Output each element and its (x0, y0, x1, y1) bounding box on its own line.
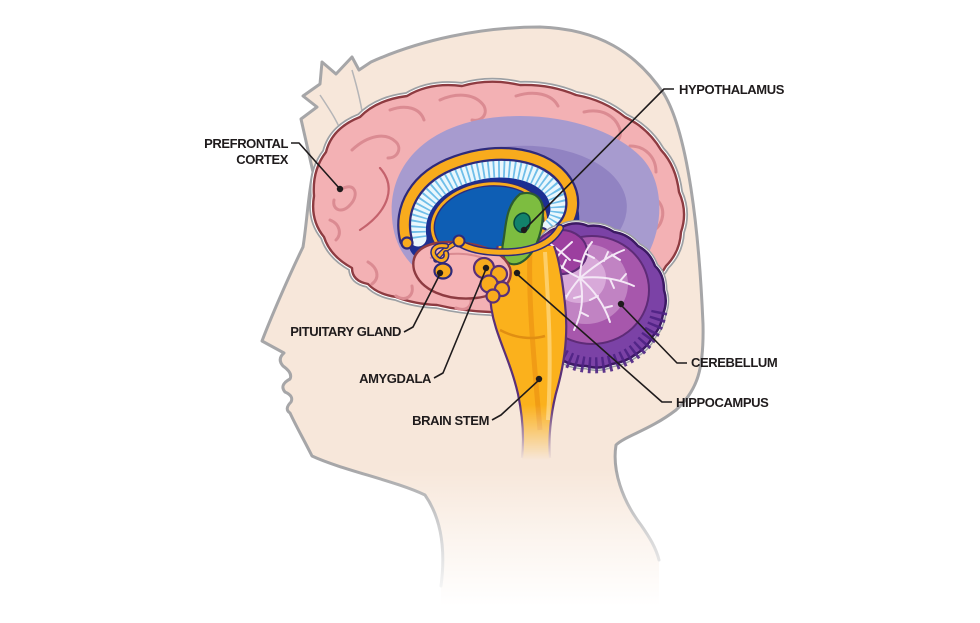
leader-line-brain-stem (491, 379, 540, 421)
fornix (455, 225, 563, 255)
gyrus-line (514, 91, 560, 108)
labels: PREFRONTAL CORTEX HYPOTHALAMUS PITUITARY… (204, 82, 785, 428)
gyrus-line (388, 105, 426, 122)
pons-crease (499, 328, 546, 340)
leader-line-hippocampus (516, 273, 672, 403)
pointer-dot-hippocampus (513, 269, 521, 277)
label-texts: PREFRONTAL CORTEX HYPOTHALAMUS PITUITARY… (204, 82, 785, 428)
pointer-dots (336, 185, 625, 383)
label-pituitary-gland: PITUITARY GLAND (290, 324, 401, 339)
pointer-dot-cerebellum (617, 300, 625, 308)
leader-lines (291, 88, 687, 421)
ventricle-fringe-slats (408, 160, 568, 240)
amygdala-shape (472, 256, 511, 304)
brain-stem-stripe-dark (527, 249, 543, 431)
gyrus-line (328, 218, 341, 242)
leader-line-hypothalamus (523, 88, 674, 231)
sulcus-line (358, 166, 390, 232)
pointer-dot-hypothalamus (520, 226, 528, 234)
leader-line-amygdala (433, 268, 487, 379)
pointer-dot-brain-stem (535, 375, 543, 383)
cerebellum-rim-ridges (532, 306, 668, 374)
pituitary-gland-shape (433, 262, 453, 280)
head-outline (260, 25, 705, 588)
leader-line-pituitary-gland (403, 273, 441, 333)
label-hypothalamus: HYPOTHALAMUS (679, 82, 785, 97)
brain-stem-right-edge (548, 245, 568, 459)
arbor-branch (573, 241, 595, 279)
leader-line-cerebellum (620, 304, 687, 364)
anterior-commissure (452, 234, 466, 248)
label-brain-stem: BRAIN STEM (412, 413, 489, 428)
septal-squiggle (431, 244, 448, 262)
gyrus-line (332, 185, 357, 212)
bottom-fade (0, 460, 980, 623)
gyrus-line (394, 284, 414, 300)
label-prefrontal-cortex-line2: CORTEX (236, 152, 289, 167)
gyrus-line (438, 93, 487, 122)
pointer-dot-pituitary-gland (436, 269, 444, 277)
leader-line-prefrontal-cortex (291, 142, 341, 190)
pointer-dot-amygdala (482, 264, 490, 272)
arbor-branch (579, 277, 613, 323)
brain-stem-stripe-light (543, 251, 552, 421)
gyrus-line (366, 260, 379, 286)
label-prefrontal-cortex-line1: PREFRONTAL (204, 136, 288, 151)
gyrus-line (350, 134, 401, 160)
gyrus-line (628, 144, 658, 174)
arbor-branch (579, 249, 625, 279)
label-hippocampus: HIPPOCAMPUS (676, 395, 769, 410)
label-cerebellum: CEREBELLUM (691, 355, 777, 370)
central-structures (412, 191, 564, 304)
pointer-dot-prefrontal-cortex (336, 185, 344, 193)
arbor-branch (579, 273, 635, 289)
genu-hook (400, 236, 414, 250)
label-amygdala: AMYGDALA (359, 371, 432, 386)
amygdala-lobule (485, 288, 501, 304)
